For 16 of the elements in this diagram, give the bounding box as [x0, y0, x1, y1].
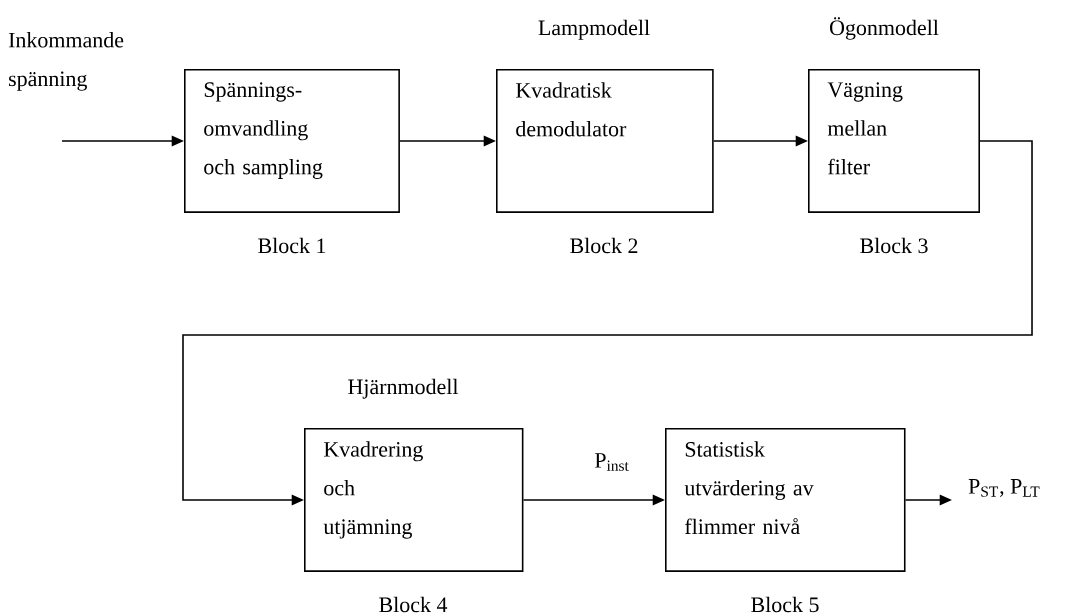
block-label: Block 4 — [379, 596, 448, 613]
edge-label: P$_{ST}$, P$_{LT}$ — [966, 477, 1043, 499]
process-box: Spännings- omvandling och sampling — [184, 69, 400, 213]
process-box: Statistisk utvärdering av flimmer nivå — [665, 428, 906, 572]
edge-label: Inkommande spänning — [6, 30, 135, 93]
block-label: Block 3 — [860, 237, 928, 254]
process-box: Vägning mellan filter — [808, 69, 980, 213]
block-label: Block 5 — [751, 596, 819, 613]
heading-label: Ögonmodell — [830, 17, 939, 40]
process-box: Kvadratisk demodulator — [496, 69, 714, 213]
edge-label: P$_{inst}$ — [592, 451, 632, 473]
block-label: Block 1 — [258, 237, 326, 254]
block-label: Block 2 — [570, 237, 638, 254]
heading-label: Lampmodell — [538, 19, 650, 40]
heading-label: Hjärnmodell — [348, 378, 459, 399]
process-box: Kvadrering och utjämning — [304, 428, 524, 572]
